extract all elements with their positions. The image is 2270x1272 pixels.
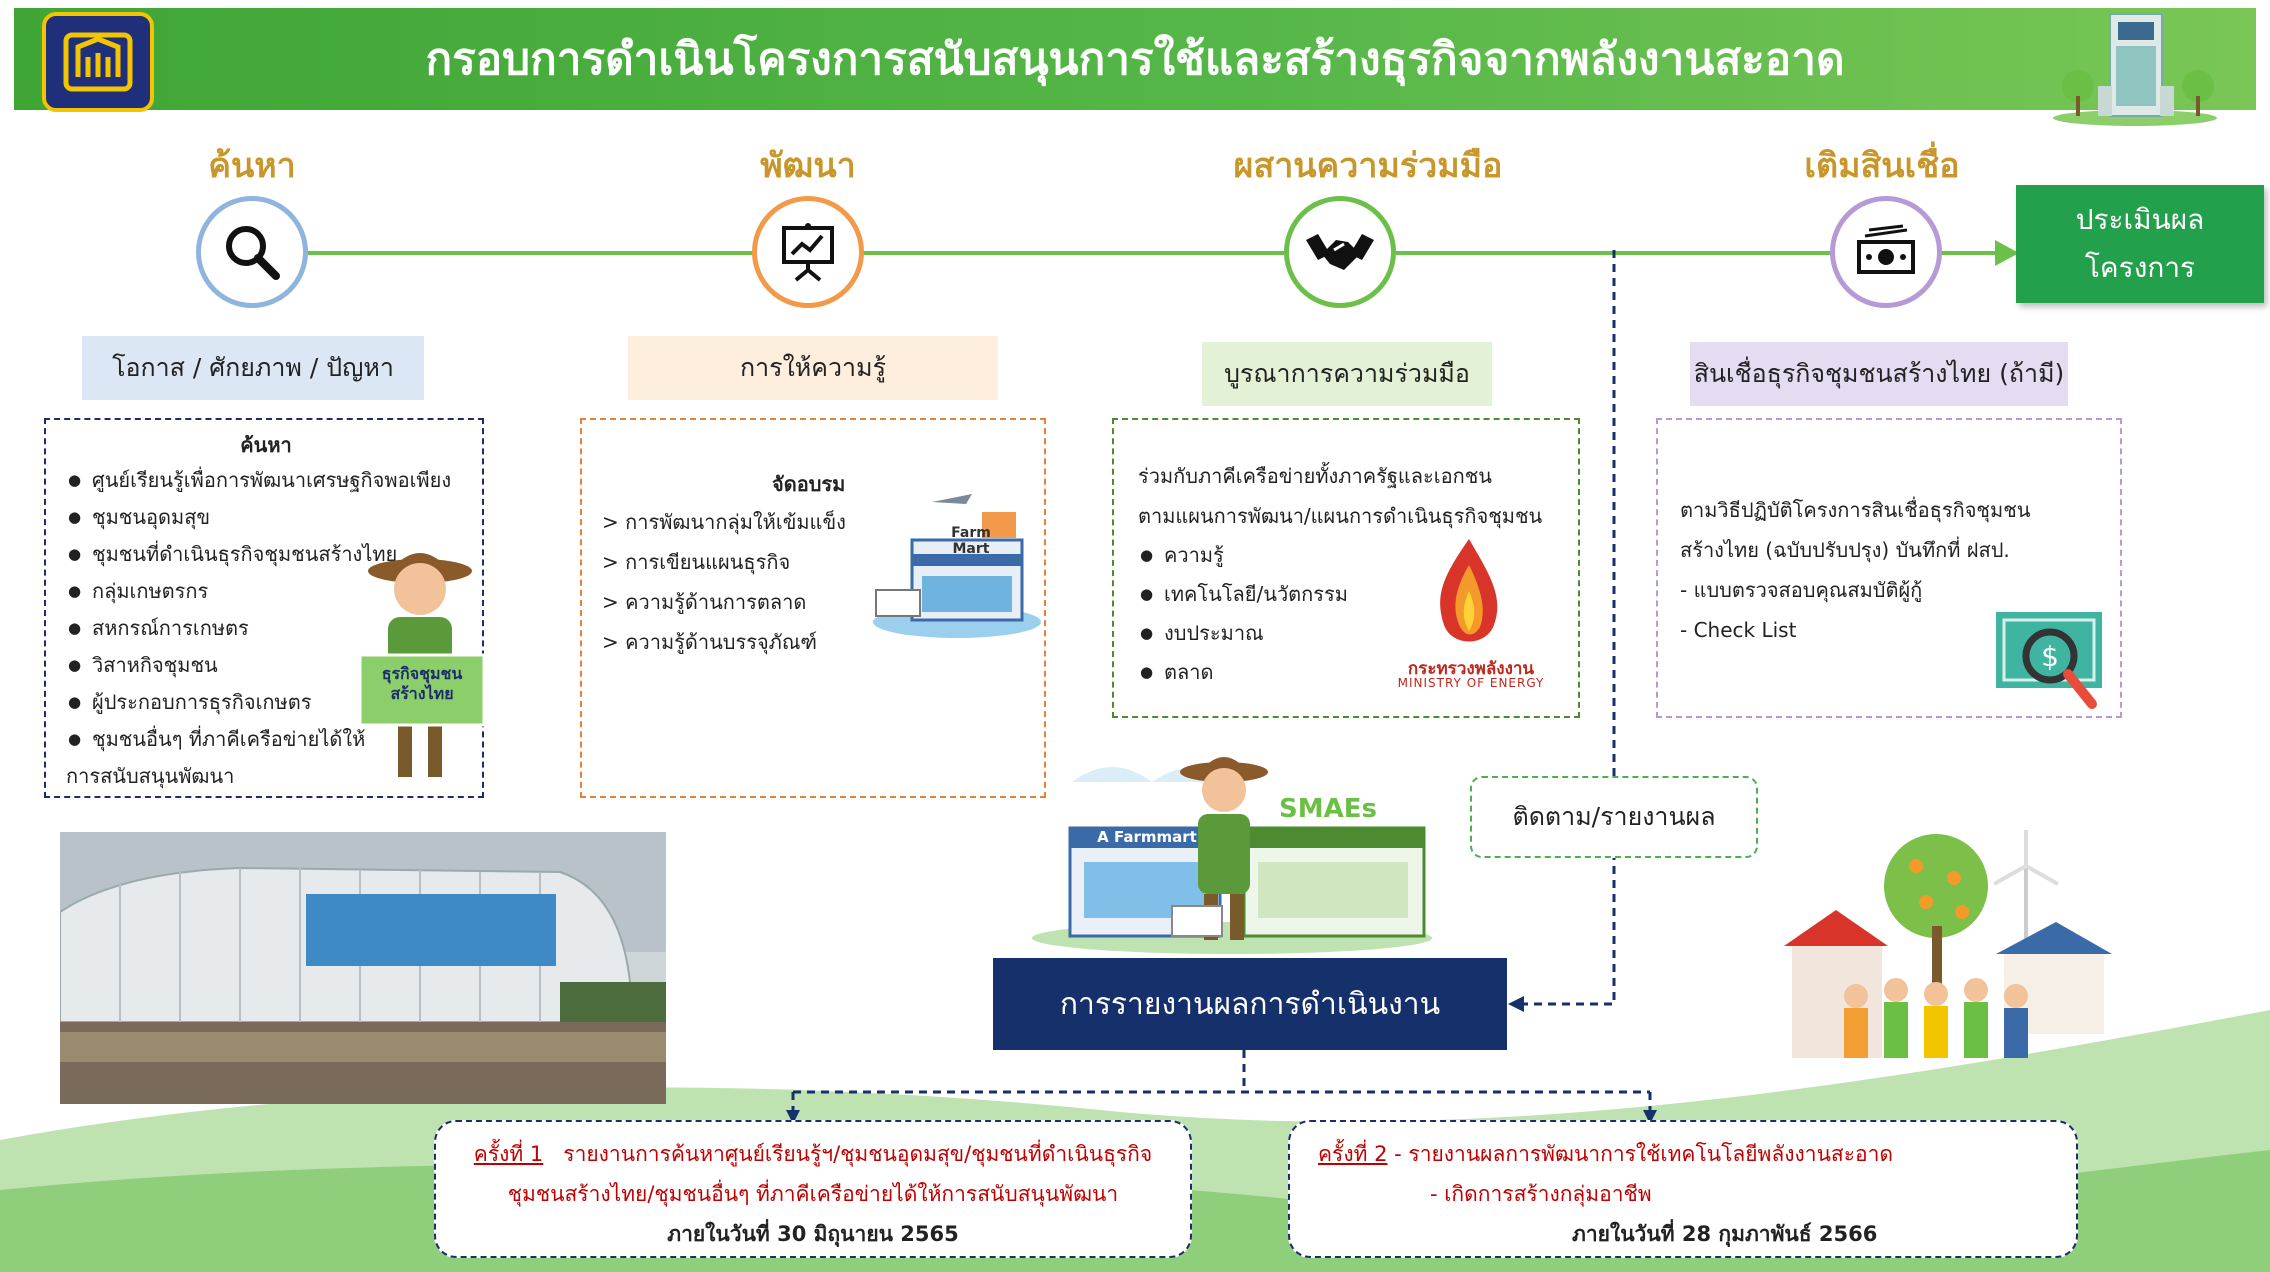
list-item: ความรู้ — [1138, 536, 1578, 575]
list-item: ชุมชนอื่นๆ ที่ภาคีเครือข่ายได้ให้ — [66, 721, 482, 758]
report-round-2-box: ครั้งที่ 2 - รายงานผลการพัฒนาการใช้เทคโน… — [1288, 1120, 2078, 1258]
ministry-of-energy-flame-icon — [1440, 539, 1498, 642]
report-round-1-box: ครั้งที่ 1 รายงานการค้นหาศูนย์เรียนรู้ฯ/… — [434, 1120, 1192, 1258]
subheading-develop: การให้ความรู้ — [628, 336, 998, 400]
tracking-report-box: ติดตาม/รายงานผล — [1470, 776, 1758, 858]
collaborate-list: ความรู้ เทคโนโลยี/นวัตกรรม งบประมาณ ตลาด — [1138, 536, 1578, 692]
evaluation-line-2: โครงการ — [2084, 251, 2196, 284]
develop-box-title: จัดอบรม — [772, 472, 846, 496]
list-item: สหกรณ์การเกษตร — [66, 610, 482, 647]
presentation-board-icon — [782, 223, 834, 282]
subheading-collaborate: บูรณาการความร่วมมือ — [1202, 342, 1492, 406]
credit-line-2: สร้างไทย (ฉบับปรับปรุง) บันทึกที่ ฝสป. — [1680, 538, 2010, 562]
handshake-icon — [1306, 234, 1374, 270]
greenhouse-photo — [60, 832, 666, 1104]
collaborate-intro-2: ตามแผนการพัฒนา/แผนการดำเนินธุรกิจชุมชน — [1138, 504, 1543, 528]
operation-report-box: การรายงานผลการดำเนินงาน — [993, 958, 1507, 1050]
collaborate-intro-1: ร่วมกับภาคีเครือข่ายทั้งภาครัฐและเอกชน — [1138, 464, 1492, 488]
community-clean-energy-illustration — [1784, 830, 2112, 1058]
header-bar: กรอบการดำเนินโครงการสนับสนุนการใช้และสร้… — [14, 8, 2256, 110]
list-item: ชุมชนที่ดำเนินธุรกิจชุมชนสร้างไทย — [66, 536, 482, 573]
stage-circle-develop — [752, 196, 864, 308]
develop-detail-box: จัดอบรม > การพัฒนากลุ่มให้เข้มแข็ง > การ… — [580, 418, 1046, 798]
stage-label-credit: เติมสินเชื่อ — [1804, 146, 1960, 186]
credit-line-4: - Check List — [1680, 618, 1797, 642]
list-item: ตลาด — [1138, 653, 1578, 692]
arrow-to-evaluation-icon — [1995, 240, 2019, 266]
list-item: ศูนย์เรียนรู้เพื่อการพัฒนาเศรษฐกิจพอเพีย… — [66, 462, 482, 499]
page-title: กรอบการดำเนินโครงการสนับสนุนการใช้และสร้… — [425, 34, 1845, 85]
money-check-icon: $ — [1996, 612, 2102, 709]
search-box-title: ค้นหา — [240, 433, 292, 457]
stage-label-search: ค้นหา — [208, 146, 296, 186]
list-item: งบประมาณ — [1138, 614, 1578, 653]
evaluation-box: ประเมินผล โครงการ — [2016, 185, 2264, 303]
round-2-deadline: ภายในวันที่ 28 กุมภาพันธ์ 2566 — [1572, 1222, 1878, 1246]
credit-line-1: ตามวิธีปฏิบัติโครงการสินเชื่อธุรกิจชุมชน — [1680, 498, 2031, 522]
round-1-line-2: ชุมชนสร้างไทย/ชุมชนอื่นๆ ที่ภาคีเครือข่า… — [507, 1182, 1119, 1206]
credit-line-3: - แบบตรวจสอบคุณสมบัติผู้กู้ — [1680, 578, 1923, 602]
ministry-name-en: MINISTRY OF ENERGY — [1397, 676, 1545, 690]
farmmart-smaes-illustration — [1032, 757, 1432, 954]
sign-text: ธุรกิจชุมชน สร้างไทย — [381, 664, 463, 703]
subheading-credit: สินเชื่อธุรกิจชุมชนสร้างไทย (ถ้ามี) — [1690, 342, 2068, 406]
round-1-line-1: ครั้งที่ 1 รายงานการค้นหาศูนย์เรียนรู้ฯ/… — [473, 1142, 1153, 1166]
round-1-heading: ครั้งที่ 1 — [473, 1142, 544, 1166]
list-item: > การเขียนแผนธุรกิจ — [602, 550, 791, 574]
farmer-with-sign-illustration — [360, 553, 486, 777]
collaborate-detail-box: ร่วมกับภาคีเครือข่ายทั้งภาครัฐและเอกชน ต… — [1112, 418, 1580, 718]
list-item: > การพัฒนากลุ่มให้เข้มแข็ง — [602, 510, 846, 534]
search-detail-box: ค้นหา ศูนย์เรียนรู้เพื่อการพัฒนาเศรษฐกิจ… — [44, 418, 484, 798]
credit-detail-box: ตามวิธีปฏิบัติโครงการสินเชื่อธุรกิจชุมชน… — [1656, 418, 2122, 718]
subheading-search: โอกาส / ศักยภาพ / ปัญหา — [82, 336, 424, 400]
ministry-name-th: กระทรวงพลังงาน — [1407, 659, 1535, 679]
process-line — [250, 251, 2010, 255]
stage-circle-search — [196, 196, 308, 308]
stage-label-develop: พัฒนา — [760, 146, 856, 186]
list-item: ชุมชนอุดมสุข — [66, 499, 482, 536]
smaes-logo-text: SMAEs — [1279, 794, 1377, 824]
logo-emblem-icon — [63, 32, 133, 92]
evaluation-line-1: ประเมินผล — [2075, 203, 2205, 236]
develop-list: > การพัฒนากลุ่มให้เข้มแข็ง > การเขียนแผน… — [602, 502, 1044, 662]
stage-label-collaborate: ผสานความร่วมมือ — [1233, 146, 1503, 186]
search-list: ศูนย์เรียนรู้เพื่อการพัฒนาเศรษฐกิจพอเพีย… — [66, 462, 482, 758]
round-2-line-2: - เกิดการสร้างกลุ่มอาชีพ — [1430, 1182, 1652, 1206]
svg-text:$: $ — [2041, 640, 2059, 673]
store-sign-text: A Farmmart — [1097, 828, 1197, 846]
list-item: > ความรู้ด้านบรรจุภัณฑ์ — [602, 630, 818, 654]
round-1-deadline: ภายในวันที่ 30 มิถุนายน 2565 — [667, 1222, 959, 1246]
organization-logo — [42, 12, 154, 112]
stage-circle-credit — [1830, 196, 1942, 308]
headquarters-building-icon — [2053, 13, 2217, 126]
round-2-heading: ครั้งที่ 2 — [1318, 1142, 1388, 1166]
stage-circle-collaborate — [1284, 196, 1396, 308]
magnifier-icon — [226, 226, 280, 280]
list-item: วิสาหกิจชุมชน — [66, 647, 482, 684]
list-item: กลุ่มเกษตรกร — [66, 573, 482, 610]
money-icon — [1857, 224, 1915, 274]
farm-mart-sign: Farm Mart — [951, 525, 991, 557]
search-list-tail: การสนับสนุนพัฒนา — [66, 764, 235, 788]
list-item: ผู้ประกอบการธุรกิจเกษตร — [66, 684, 482, 721]
list-item: > ความรู้ด้านการตลาด — [602, 590, 807, 614]
round-2-line-1: ครั้งที่ 2 - รายงานผลการพัฒนาการใช้เทคโน… — [1318, 1142, 1894, 1166]
farm-mart-store-illustration — [873, 494, 1041, 638]
list-item: เทคโนโลยี/นวัตกรรม — [1138, 575, 1578, 614]
